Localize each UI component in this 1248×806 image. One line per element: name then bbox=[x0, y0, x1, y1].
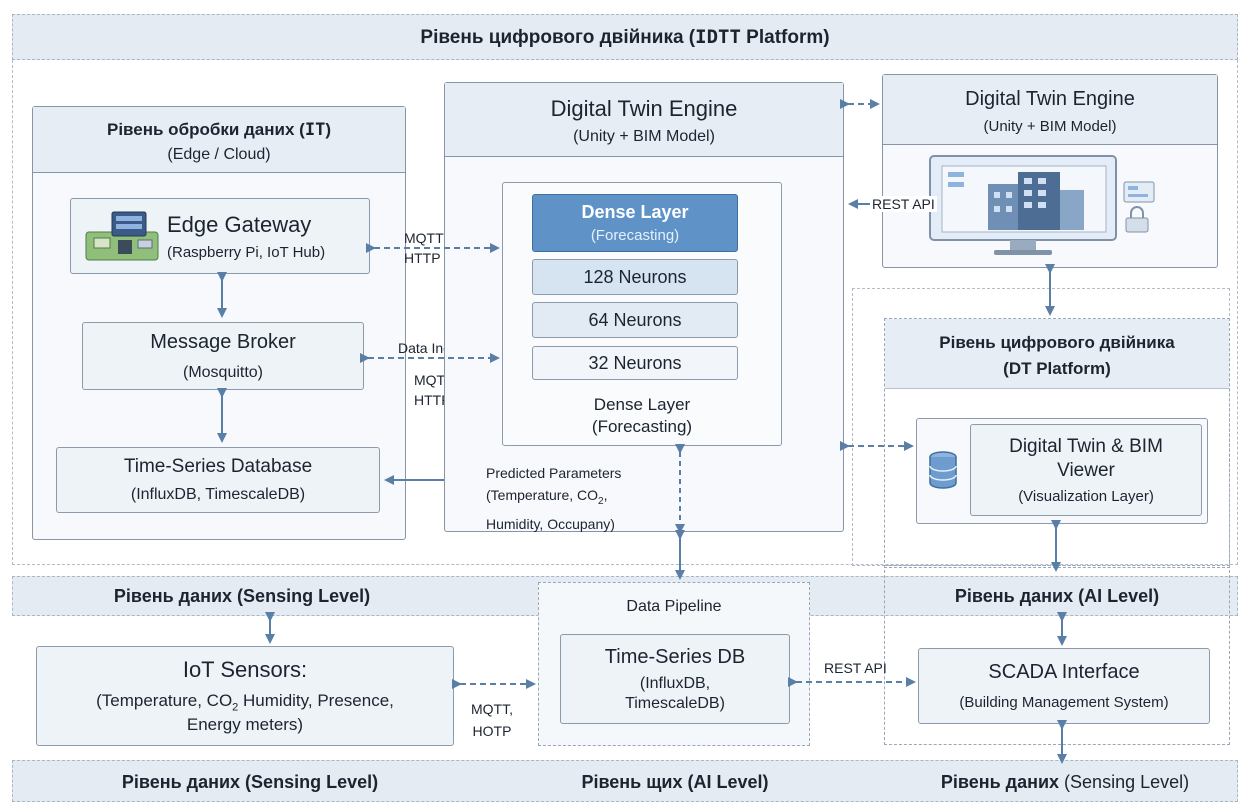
tsdb-left-title: Time-Series Database bbox=[123, 456, 313, 477]
dt-platform-title: Рівень цифрового двійника(DT Platform) bbox=[939, 333, 1175, 378]
bottom-band-right: Рівень даних (Sensing Level) bbox=[940, 772, 1190, 792]
dense-layer-top[interactable]: Dense Layer (Forecasting) bbox=[532, 194, 738, 252]
bottom-band-left: Рівень даних (Sensing Level) bbox=[121, 772, 379, 792]
rest-api-bottom-label: REST API bbox=[824, 660, 887, 676]
bottom-band bbox=[12, 760, 1238, 802]
dt-engine-right-subtitle: (Unity + BIM Model) bbox=[983, 118, 1117, 135]
dt-engine-center-title: Digital Twin Engine bbox=[550, 96, 738, 121]
iot-sensors-line2: (Temperature, CO2 Humidity, Presence, bbox=[96, 690, 394, 714]
mqtt-hotp-label: MQTT,НОТР bbox=[471, 701, 513, 739]
it-layer-subtitle: (Edge / Cloud) bbox=[167, 146, 271, 163]
iot-sensors-title: IoT Sensors: bbox=[182, 656, 308, 682]
viewer-box[interactable]: Digital Twin & BIM Viewer (Visualization… bbox=[970, 424, 1202, 516]
layer-32-neurons[interactable]: 32 Neurons bbox=[532, 346, 738, 380]
top-band bbox=[12, 14, 1238, 60]
top-band-title: Рівень цифрового двійника (IDTT Platform… bbox=[420, 26, 830, 48]
layer-64-neurons[interactable]: 64 Neurons bbox=[532, 302, 738, 338]
dt-engine-center-subtitle: (Unity + BIM Model) bbox=[573, 128, 715, 145]
dense-layer-top-sub: (Forecasting) bbox=[590, 227, 680, 244]
predicted-parameters-label: Predicted Parameters (Temperature, CO2, … bbox=[486, 465, 622, 532]
sensing-header-left: Рівень даних (Sensing Level) bbox=[113, 586, 371, 606]
message-broker-box[interactable]: Message Broker (Mosquitto) bbox=[82, 322, 364, 390]
it-layer-header bbox=[33, 107, 405, 173]
dt-engine-right-header bbox=[883, 75, 1217, 145]
tsdb-pipeline-box[interactable]: Time-Series DB (InfluxDB, TimescaleDB) bbox=[560, 634, 790, 724]
dense-layer-top-title: Dense Layer bbox=[581, 202, 689, 222]
message-broker-title: Message Broker bbox=[150, 330, 296, 353]
dense-layer-bottom: Dense Layer(Forecasting) bbox=[591, 395, 693, 436]
dt-engine-center-header bbox=[445, 83, 843, 157]
dt-engine-right-title: Digital Twin Engine bbox=[965, 88, 1135, 110]
outer-dashed-region bbox=[12, 60, 1238, 565]
it-layer-title: Рівень обробки даних (IT) bbox=[107, 120, 331, 140]
ai-header-right: Рівень даних (AI Level) bbox=[954, 586, 1160, 606]
tsdb-left-box[interactable]: Time-Series Database (InfluxDB, Timescal… bbox=[56, 447, 380, 513]
raspberry-pi-board-icon bbox=[80, 210, 164, 264]
message-broker-subtitle: (Mosquitto) bbox=[182, 363, 264, 381]
edge-gateway-subtitle: (Raspberry Pi, IoT Hub) bbox=[167, 243, 326, 261]
iot-sensors-box[interactable]: IoT Sensors: (Temperature, CO2 Humidity,… bbox=[36, 646, 454, 746]
layer-128-neurons[interactable]: 128 Neurons bbox=[532, 259, 738, 295]
scada-interface-box[interactable]: SCADA Interface (Building Management Sys… bbox=[918, 648, 1210, 724]
iot-sensors-line3: Energy meters) bbox=[186, 715, 304, 735]
dt-platform-header bbox=[885, 319, 1229, 389]
rest-api-right-label: REST API bbox=[870, 196, 937, 212]
tsdb-left-subtitle: (InfluxDB, TimescaleDB) bbox=[130, 486, 306, 503]
data-pipeline-label: Data Pipeline bbox=[626, 598, 722, 615]
bottom-band-center: Рівень щих (AI Level) bbox=[581, 772, 769, 792]
database-icon bbox=[928, 450, 958, 492]
edge-gateway-title: Edge Gateway bbox=[167, 211, 312, 237]
monitor-building-icon bbox=[928, 154, 1160, 258]
